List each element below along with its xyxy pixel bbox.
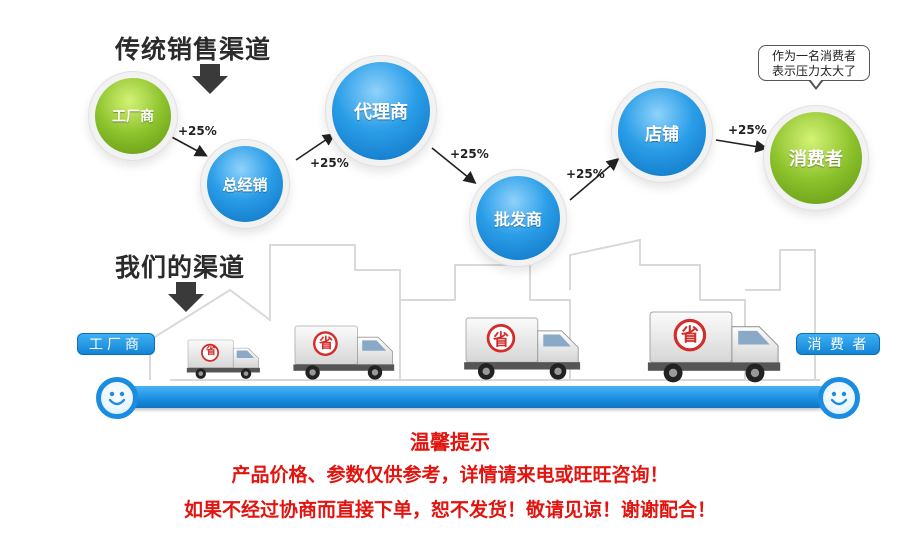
truck-icon — [464, 317, 581, 380]
markup-label: +25% — [310, 156, 349, 170]
speech-line: 作为一名消费者 — [771, 49, 856, 63]
node-factory: 工厂商 — [95, 78, 171, 154]
direct-channel-track — [110, 386, 830, 408]
node-label: 店铺 — [645, 124, 679, 145]
arrow-down-icon — [168, 282, 204, 312]
node-shop: 店铺 — [618, 88, 706, 176]
start-tag-factory: 工厂商 — [77, 333, 155, 355]
markup-label: +25% — [450, 147, 489, 161]
markup-label: +25% — [566, 167, 605, 181]
arrow-down-icon — [192, 64, 228, 94]
smiley-icon — [96, 377, 138, 419]
markup-label: +25% — [178, 124, 217, 138]
truck-badge: 省 — [492, 330, 509, 349]
end-tag-consumer: 消 费 者 — [796, 333, 880, 355]
node-consumer: 消费者 — [770, 112, 862, 204]
our-channel-heading: 我们的渠道 — [115, 253, 246, 282]
node-general-distributor: 总经销 — [207, 146, 283, 222]
node-label: 批发商 — [493, 210, 542, 229]
truck-badge: 省 — [681, 325, 699, 346]
markup-label: +25% — [728, 123, 767, 137]
truck-icon — [293, 325, 395, 380]
truck-badge: 省 — [206, 346, 216, 357]
notice-title: 温馨提示 — [410, 430, 490, 454]
node-label: 工厂商 — [112, 109, 154, 125]
truck-icon — [186, 339, 260, 379]
notice-line-1: 产品价格、参数仅供参考，详情请来电或旺旺咨询！ — [231, 464, 669, 486]
smiley-icon — [818, 377, 860, 419]
node-label: 消费者 — [789, 149, 843, 170]
speech-bubble-tail-inner — [810, 79, 822, 87]
truck-icon — [647, 311, 781, 383]
notice-line-2: 如果不经过协商而直接下单，恕不发货！敬请见谅！谢谢配合！ — [183, 499, 716, 521]
speech-line: 表示压力太大了 — [771, 64, 856, 78]
traditional-channel-heading: 传统销售渠道 — [115, 35, 272, 64]
node-label: 代理商 — [354, 102, 408, 123]
consumer-speech-bubble: 作为一名消费者 表示压力太大了 — [758, 45, 870, 81]
node-wholesaler: 批发商 — [476, 176, 560, 260]
truck-badge: 省 — [319, 336, 333, 352]
node-agent: 代理商 — [332, 62, 430, 160]
node-label: 总经销 — [222, 175, 268, 194]
